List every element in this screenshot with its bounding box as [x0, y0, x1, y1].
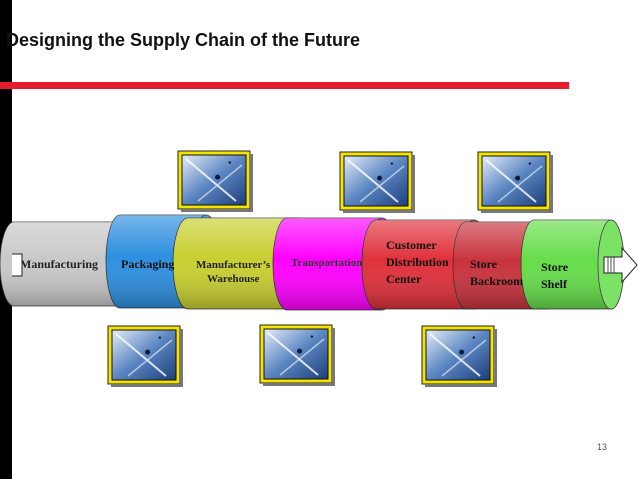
segment-label-2: Packaging: [121, 257, 174, 271]
conveyor-image-icon: [421, 325, 497, 387]
conveyor-image-icon: [259, 324, 335, 386]
conveyor-image-icon: [107, 325, 183, 387]
title-underline: [0, 82, 569, 89]
left-arrow-stub-icon: [12, 253, 23, 277]
conveyor-image-icon: [177, 150, 253, 212]
page-title: Designing the Supply Chain of the Future: [6, 30, 360, 50]
conveyor-image-icon: [339, 151, 415, 213]
conveyor-image-icon: [477, 151, 553, 213]
right-arrow-icon: [603, 246, 638, 284]
segment-label-1: Manufacturing: [20, 257, 98, 271]
segment-label-4: Transportation: [291, 257, 362, 269]
page-number: 13: [597, 442, 608, 452]
segment-7: [520, 219, 625, 310]
